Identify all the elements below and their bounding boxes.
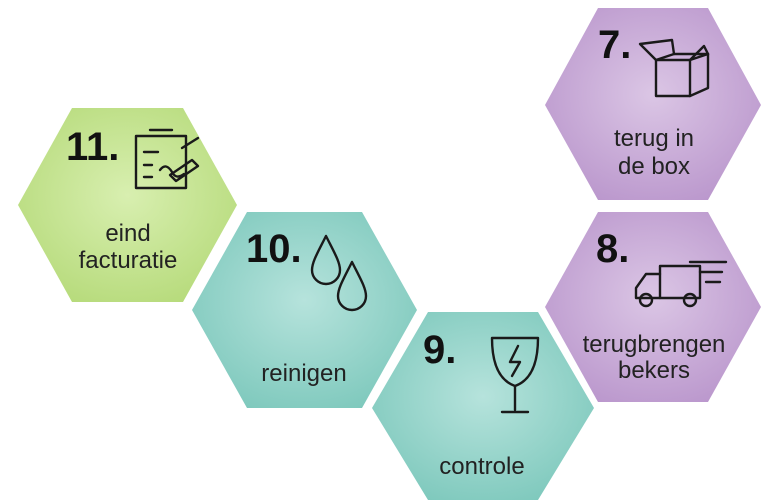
delivery-truck-icon: [634, 260, 728, 308]
step-label-line-1: controle: [439, 453, 524, 480]
step-label-line-1: eind: [105, 220, 150, 247]
open-box-icon: [638, 38, 710, 98]
water-drops-icon: [310, 234, 368, 312]
step-label-line-2: de box: [618, 153, 690, 180]
hexagon-step-7: 7. terug in de box: [545, 8, 761, 200]
step-label-line-2: bekers: [618, 357, 690, 384]
hexagon-step-11: 11. eind facturatie: [18, 108, 237, 302]
step-number: 10.: [246, 227, 302, 271]
hexagon-step-9: 9. controle: [372, 312, 594, 500]
invoice-sign-icon: [134, 128, 200, 190]
broken-glass-icon: [490, 336, 540, 414]
hexagon-shape: [372, 312, 594, 500]
step-number: 8.: [596, 227, 629, 271]
step-number: 7.: [598, 23, 631, 67]
step-label-line-2: facturatie: [79, 247, 178, 274]
step-number: 11.: [66, 125, 119, 169]
hexagon-shape: [18, 108, 237, 302]
hexagon-step-8: 8. terugbrengen bekers: [545, 212, 761, 402]
hexagon-shape: [192, 212, 417, 408]
step-label-line-1: terugbrengen: [583, 331, 726, 358]
step-label-line-1: reinigen: [261, 360, 346, 387]
hexagon-shape: [545, 212, 761, 402]
step-label-line-1: terug in: [614, 125, 694, 152]
hexagon-step-10: 10. reinigen: [192, 212, 417, 408]
step-number: 9.: [423, 328, 456, 372]
